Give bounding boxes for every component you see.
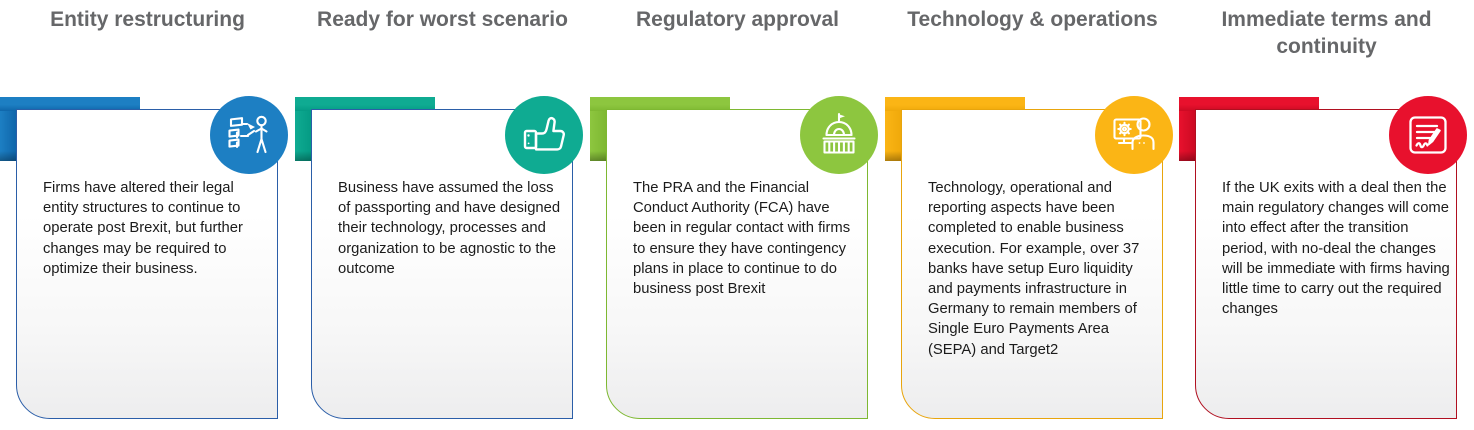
card-heading: Entity restructuring: [50, 8, 245, 31]
card-ribbon: [295, 97, 435, 161]
infographic-card-technology-and-operations: Technology & operations Technology, oper…: [885, 0, 1180, 430]
card-body-text: Firms have altered their legal entity st…: [43, 180, 243, 277]
card-ribbon: [1179, 97, 1319, 161]
card-heading: Technology & operations: [907, 8, 1158, 31]
ribbon-fold: [1179, 111, 1195, 161]
monitor-gear-person-icon: [1110, 111, 1158, 159]
ribbon-arm: [590, 97, 730, 111]
card-heading: Immediate terms and continuity: [1221, 8, 1432, 58]
ribbon-fold: [0, 111, 16, 161]
card-icon-badge[interactable]: [800, 96, 878, 174]
card-heading: Ready for worst scenario: [317, 8, 568, 31]
card-ribbon: [590, 97, 730, 161]
infographic-card-immediate-terms-and-continuity: Immediate terms and continuity If the UK…: [1179, 0, 1474, 430]
card-icon-badge[interactable]: [505, 96, 583, 174]
card-panel: Firms have altered their legal entity st…: [16, 109, 278, 419]
ribbon-fold: [885, 111, 901, 161]
ribbon-arm: [1179, 97, 1319, 111]
card-body-text: Business have assumed the loss of passpo…: [338, 180, 561, 277]
card-body-text: Technology, operational and reporting as…: [928, 180, 1140, 358]
thumbs-up-icon: [520, 111, 568, 159]
ribbon-arm: [295, 97, 435, 111]
card-ribbon: [885, 97, 1025, 161]
government-building-icon: [815, 111, 863, 159]
ribbon-fold: [295, 111, 311, 161]
signed-document-icon: [1404, 111, 1452, 159]
card-icon-badge[interactable]: [1389, 96, 1467, 174]
card-icon-badge[interactable]: [1095, 96, 1173, 174]
ribbon-arm: [885, 97, 1025, 111]
card-body-text: If the UK exits with a deal then the mai…: [1222, 180, 1450, 318]
card-body-text: The PRA and the Financial Conduct Author…: [633, 180, 851, 298]
presenter-flowchart-icon: [225, 111, 273, 159]
infographic-card-ready-for-worst-scenario: Ready for worst scenario Business have a…: [295, 0, 590, 430]
infographic-card-regulatory-approval: Regulatory approval The PRA and the Fina…: [590, 0, 885, 430]
card-heading: Regulatory approval: [635, 8, 840, 31]
card-icon-badge[interactable]: [210, 96, 288, 174]
ribbon-arm: [0, 97, 140, 111]
infographic-card-entity-restructuring: Entity restructuring Firms have altered …: [0, 0, 295, 430]
ribbon-fold: [590, 111, 606, 161]
card-ribbon: [0, 97, 140, 161]
